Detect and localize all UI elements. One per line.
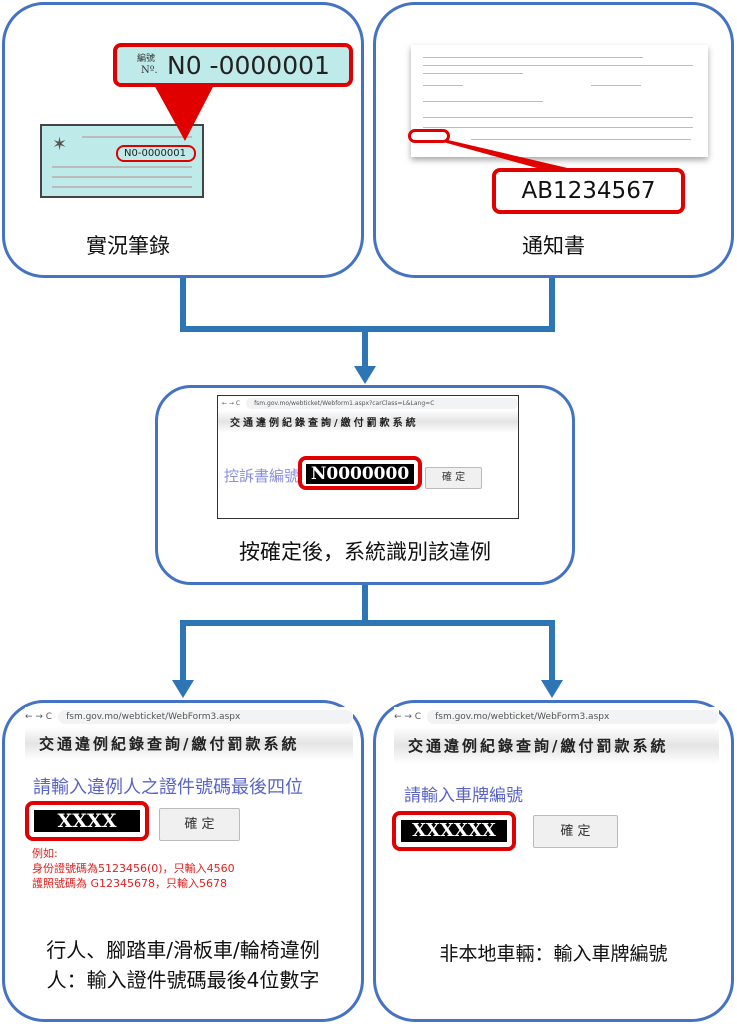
ticket-number: N0-0000001 — [124, 148, 186, 159]
complaint-number-input[interactable]: N0000000 — [306, 464, 414, 484]
callout-pointer — [436, 140, 576, 176]
connector-top-right — [549, 276, 555, 331]
caption-line: 人：輸入證件號碼最後4位數字 — [46, 968, 320, 992]
arrow-to-bottom-left — [172, 680, 194, 698]
address-bar: ← → C fsm.gov.mo/webticket/WebForm3.aspx — [394, 707, 719, 727]
address-bar: ← → C fsm.gov.mo/webticket/WebForm3.aspx — [25, 707, 353, 727]
traffic-record-box: ✶ N0-0000001 編號 Nº. N0 -0000001 實況筆錄 — [2, 2, 364, 278]
connector-bottom-split — [180, 620, 555, 626]
callout-pointer — [153, 83, 215, 141]
nav-icons: ← → C — [394, 712, 422, 722]
non-local-vehicle-box: ← → C fsm.gov.mo/webticket/WebForm3.aspx… — [373, 700, 734, 1022]
arrow-to-middle — [354, 366, 376, 384]
connector-top-left — [180, 276, 186, 331]
nav-icons: ← → C — [25, 712, 53, 722]
url-text: fsm.gov.mo/webticket/WebForm3.aspx — [58, 710, 353, 724]
hint-title: 例如: — [32, 847, 58, 860]
url-text: fsm.gov.mo/webticket/Webform1.aspx?carCl… — [246, 397, 518, 409]
callout-box: 編號 Nº. N0 -0000001 — [113, 43, 353, 87]
confirm-button[interactable]: 確 定 — [425, 467, 482, 489]
system-title: 交通違例紀錄查詢/繳付罰款系統 — [394, 727, 719, 764]
confirm-button[interactable]: 確 定 — [159, 808, 240, 841]
callout-label-pt: Nº. — [141, 65, 158, 76]
address-bar: ← → C fsm.gov.mo/webticket/Webform1.aspx… — [218, 396, 518, 410]
caption: 按確定後，系統識別該違例 — [239, 540, 491, 564]
field-highlight: N0000000 — [298, 456, 422, 490]
notice-number: AB1234567 — [521, 178, 656, 204]
caption: 實況筆錄 — [86, 234, 170, 258]
prompt: 請輸入違例人之證件號碼最後四位 — [33, 777, 303, 798]
notice-document-image — [408, 45, 708, 157]
hint-line: 身份證號碼為5123456(0)，只輸入4560 — [32, 862, 235, 875]
ticket-number-highlight — [116, 145, 196, 162]
notice-box: AB1234567 通知書 — [373, 2, 734, 278]
field-highlight: XXXXXX — [392, 811, 516, 851]
notice-number-highlight — [408, 129, 450, 143]
connector-from-middle — [362, 583, 368, 625]
browser-screenshot: ← → C fsm.gov.mo/webticket/Webform1.aspx… — [217, 395, 519, 519]
connector-to-middle — [362, 326, 368, 368]
ticket-image: ✶ N0-0000001 — [40, 124, 204, 198]
arrow-to-bottom-right — [541, 680, 563, 698]
callout-label-cn: 編號 — [137, 54, 156, 64]
nav-icons: ← → C — [222, 399, 241, 407]
hint: 例如: 身份證號碼為5123456(0)，只輸入4560 護照號碼為 G1234… — [32, 846, 235, 891]
prompt: 請輸入車牌編號 — [404, 786, 523, 806]
caption-line: 行人、腳踏車/滑板車/輪椅違例 — [46, 938, 320, 962]
connector-bottom-right — [549, 620, 555, 682]
field-highlight: XXXX — [25, 801, 149, 841]
system-title: 交通違例紀錄查詢/繳付罰款系統 — [25, 727, 353, 760]
police-emblem-icon: ✶ — [52, 134, 68, 155]
plate-number-input[interactable]: XXXXXX — [401, 820, 507, 842]
confirm-step-box: ← → C fsm.gov.mo/webticket/Webform1.aspx… — [155, 385, 575, 585]
system-title: 交通違例紀錄查詢/繳付罰款系統 — [218, 410, 518, 433]
caption: 通知書 — [522, 234, 585, 258]
url-text: fsm.gov.mo/webticket/WebForm3.aspx — [427, 710, 719, 724]
caption: 行人、腳踏車/滑板車/輪椅違例 人：輸入證件號碼最後4位數字 — [5, 935, 361, 995]
id-last-four-input[interactable]: XXXX — [34, 810, 140, 832]
confirm-button[interactable]: 確 定 — [533, 815, 618, 848]
browser-screenshot: ← → C fsm.gov.mo/webticket/WebForm3.aspx… — [392, 707, 719, 867]
field-label: 控訴書編號 — [224, 467, 300, 485]
notice-number-callout: AB1234567 — [492, 168, 685, 214]
caption: 非本地車輛：輸入車牌編號 — [439, 943, 668, 965]
callout-number: N0 -0000001 — [167, 51, 330, 80]
hint-line: 護照號碼為 G12345678，只輸入5678 — [32, 877, 228, 890]
pedestrian-box: ← → C fsm.gov.mo/webticket/WebForm3.aspx… — [2, 700, 364, 1022]
browser-screenshot: ← → C fsm.gov.mo/webticket/WebForm3.aspx… — [25, 707, 353, 897]
connector-bottom-left — [180, 620, 186, 682]
